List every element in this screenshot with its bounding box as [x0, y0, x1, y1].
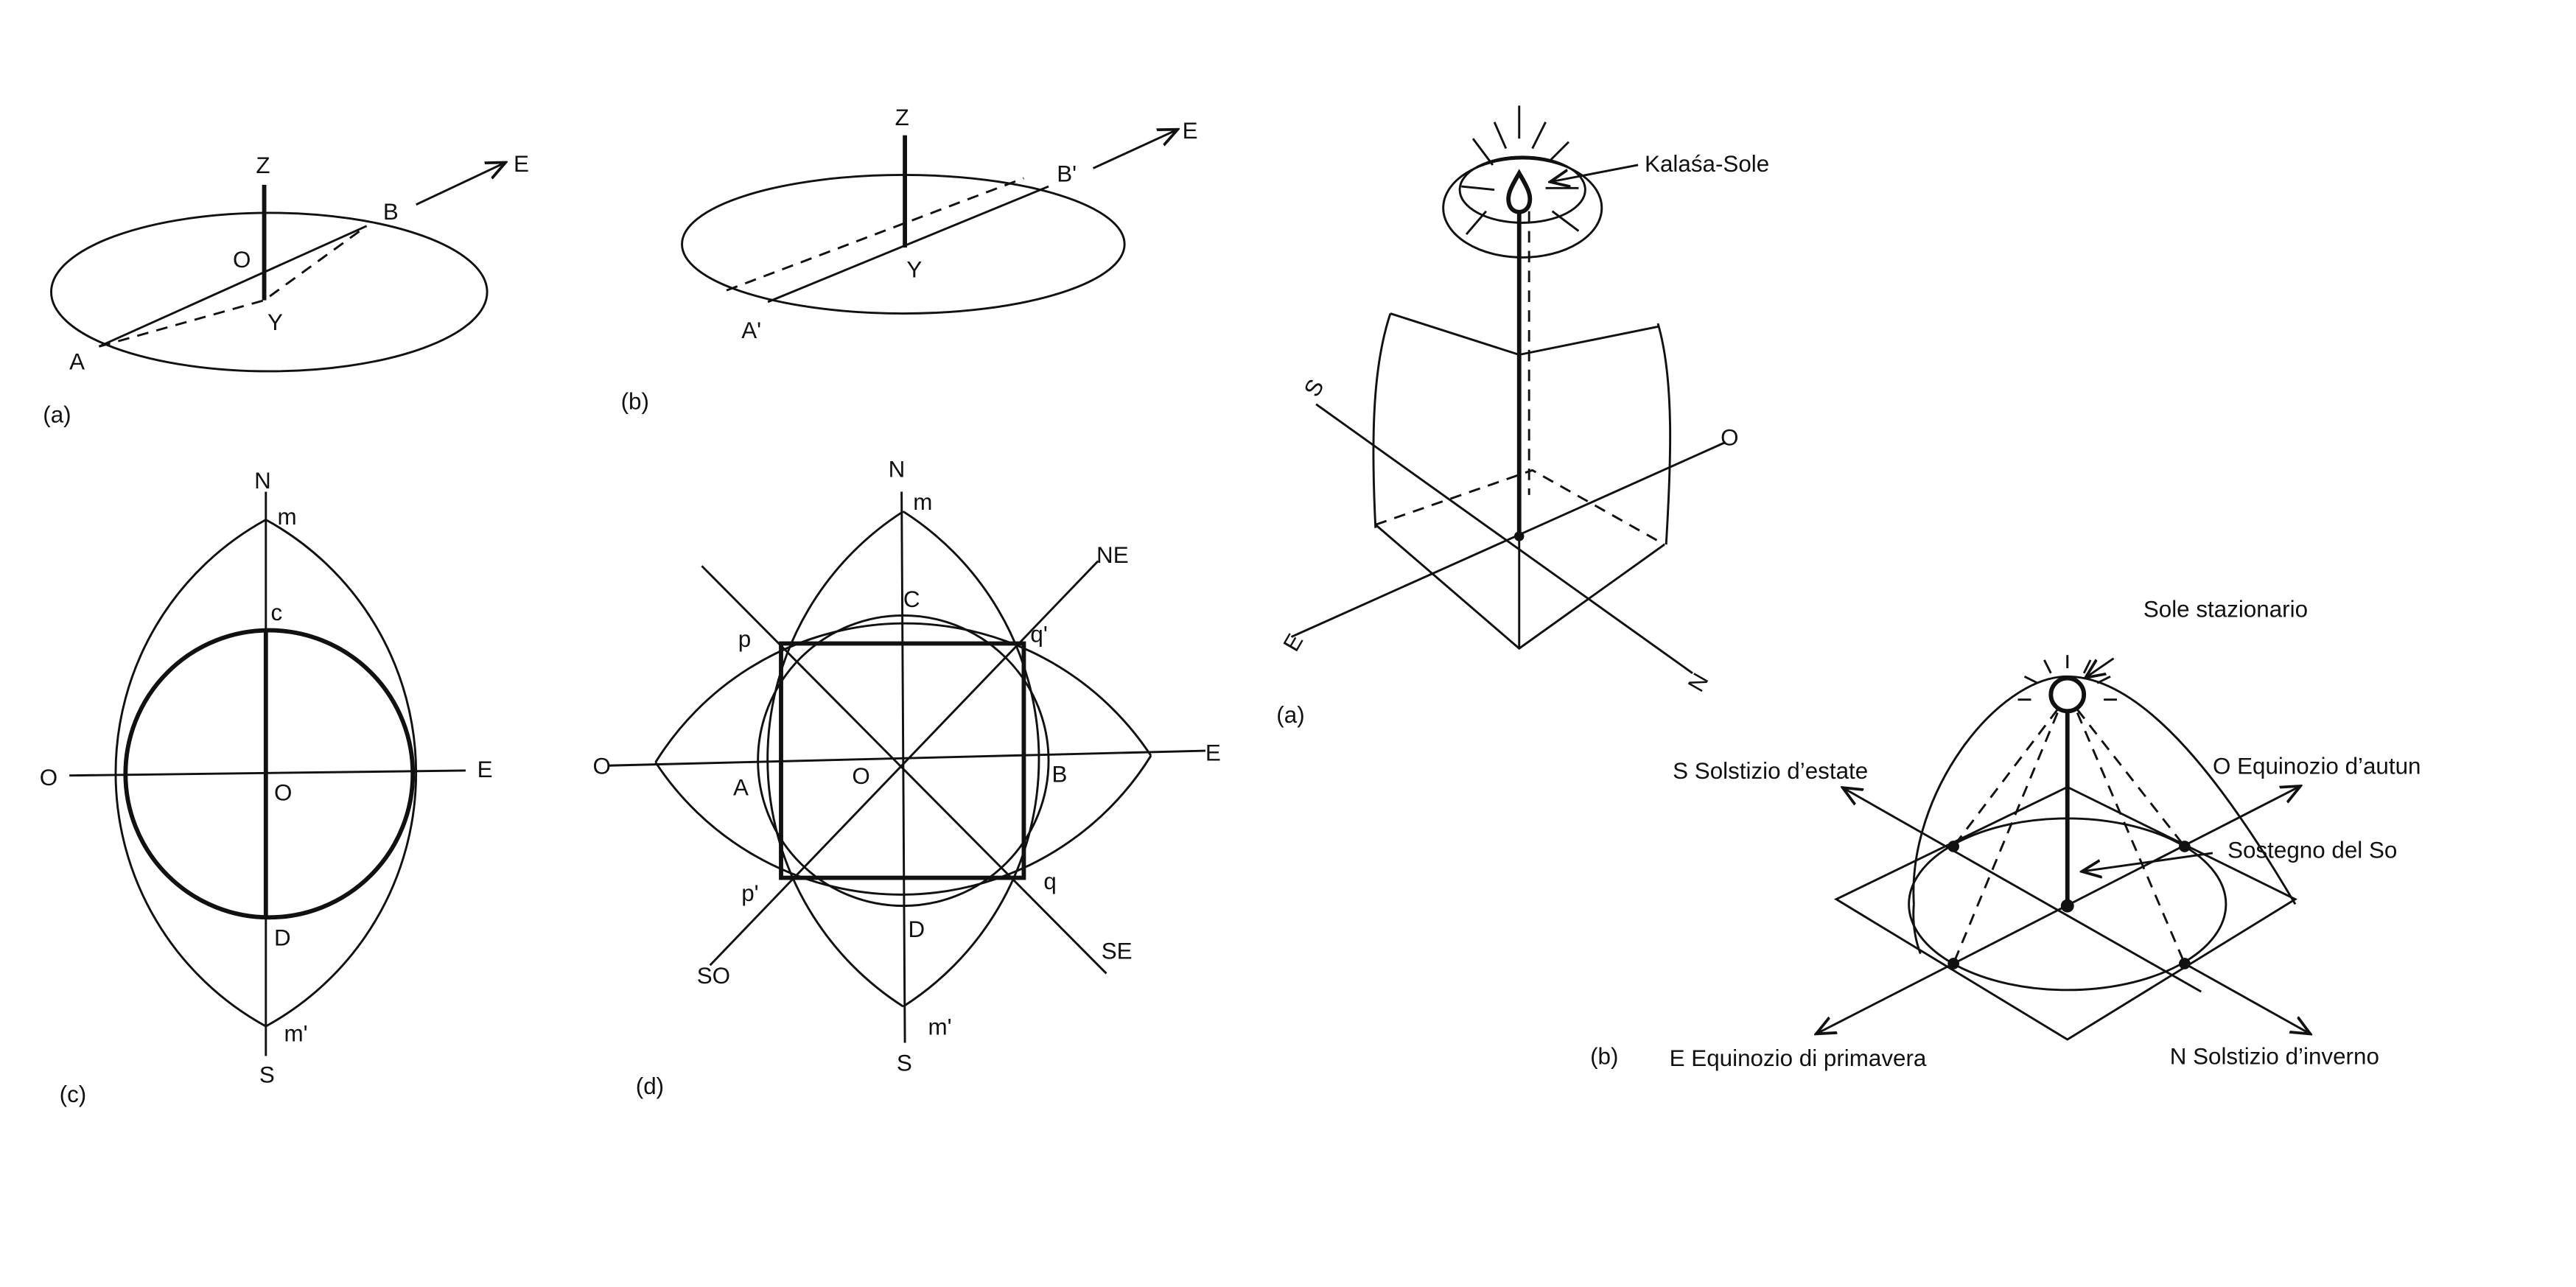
label-winter-solstice: N Solstizio d’inverno: [2170, 1044, 2379, 1070]
label-n: N: [1683, 669, 1714, 696]
label-a-prime: A': [741, 318, 761, 343]
label-z: Z: [895, 105, 909, 130]
label-s: S: [259, 1062, 275, 1087]
label-autumn-equinox: O Equinozio d’autun: [2213, 753, 2421, 779]
label-e: E: [514, 151, 529, 177]
label-y: Y: [267, 309, 283, 335]
label-a: A: [69, 349, 85, 375]
label-q-prime: q': [1030, 621, 1047, 647]
figure-c-caption: (c): [60, 1081, 87, 1107]
label-summer-solstice: S Solstizio d’estate: [1673, 758, 1868, 784]
kalasa-sun-figure: Kalaśa-Sole S O E N (a): [1276, 105, 1769, 728]
figure-a-caption: (a): [43, 401, 71, 427]
label-b-prime: B': [1057, 161, 1077, 186]
label-so: SO: [697, 963, 730, 989]
sun-model-caption: (b): [1590, 1044, 1618, 1070]
kalasa-drop-icon: [1506, 169, 1533, 214]
label-m-prime: m': [284, 1020, 307, 1046]
label-p-prime: p': [741, 880, 758, 906]
figure-d-caption: (d): [636, 1073, 664, 1099]
kalasa-caption: (a): [1276, 702, 1304, 728]
label-m: m: [277, 504, 296, 530]
east-arrow: [416, 164, 504, 206]
label-e: E: [477, 757, 493, 782]
label-o: O: [233, 247, 251, 273]
label-o-center: O: [274, 779, 292, 805]
label-a: A: [733, 775, 749, 801]
label-o-west: O: [593, 753, 611, 779]
label-o: O: [1721, 425, 1738, 451]
figure-c-circle-construction: N m c O O E D m' S (c): [40, 468, 493, 1107]
label-e: E: [1183, 118, 1198, 144]
sun-label: Sole stazionario: [2143, 597, 2308, 623]
east-arrow: [1092, 130, 1176, 169]
label-q: q: [1043, 869, 1056, 894]
pointer-arrow: [1553, 164, 1639, 181]
figure-b-gnomon-plane: Z Y B' A' E (b): [621, 105, 1198, 414]
sun-rays: [1461, 105, 1580, 235]
label-spring-equinox: E Equinozio di primavera: [1670, 1045, 1927, 1071]
label-y: Y: [906, 256, 922, 282]
label-m-prime: m': [928, 1014, 951, 1039]
label-m: m: [913, 489, 932, 515]
figure-d-square-construction: N m C NE p q' O A O B E p' q SO D SE m' …: [593, 456, 1221, 1099]
label-d: D: [274, 925, 291, 950]
sun-icon: [2048, 676, 2087, 714]
label-p: p: [738, 626, 751, 652]
figure-b-caption: (b): [621, 388, 649, 414]
label-o-center: O: [852, 763, 869, 789]
label-e: E: [1205, 740, 1221, 766]
label-s: S: [897, 1051, 912, 1076]
label-c: C: [903, 586, 920, 612]
label-o-west: O: [40, 765, 57, 790]
label-c: c: [271, 600, 283, 625]
label-b: B: [1052, 762, 1068, 788]
label-e: E: [1278, 629, 1309, 656]
figure-a-gnomon-plane: Z O Y B A E (a): [43, 151, 529, 427]
label-se: SE: [1102, 938, 1133, 964]
label-ne: NE: [1096, 542, 1129, 568]
label-d: D: [909, 916, 925, 942]
stationary-sun-figure: Sole stazionario S Solstizio d’estate O …: [1590, 597, 2421, 1071]
label-s: S: [1299, 375, 1329, 401]
label-n: N: [889, 456, 906, 482]
label-z: Z: [256, 152, 270, 178]
kalasa-sun-label: Kalaśa-Sole: [1645, 151, 1769, 177]
label-b: B: [383, 199, 399, 225]
label-sun-support: Sostegno del So: [2227, 838, 2397, 863]
label-n: N: [254, 468, 271, 494]
